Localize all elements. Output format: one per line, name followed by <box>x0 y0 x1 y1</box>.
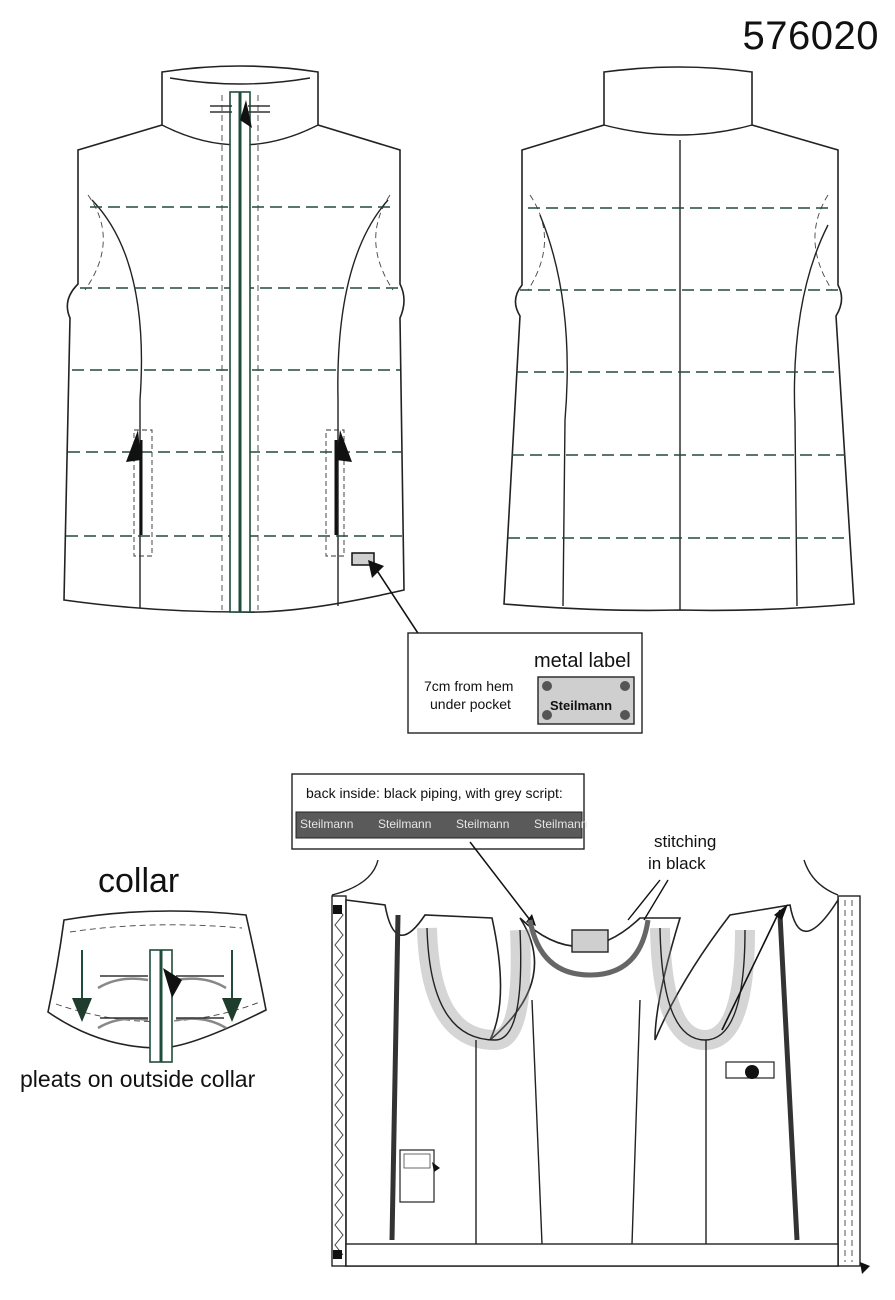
stitching-leader-3 <box>643 879 669 921</box>
inside-left-zip-zigzag <box>334 904 344 1256</box>
inside-snap-button <box>745 1065 759 1079</box>
piping-heading: back inside: black piping, with grey scr… <box>306 785 563 801</box>
plate-rivet <box>542 710 552 720</box>
ribbon-word: Steilmann <box>534 817 588 831</box>
pleat-arrow-right <box>222 950 242 1022</box>
collar-top-edge <box>169 77 311 85</box>
inside-facing-seam-left <box>389 914 401 1241</box>
back-neck-piping <box>527 919 651 978</box>
collar-pleat-lines <box>100 975 224 1019</box>
back-armhole-topstitch-right <box>814 194 833 291</box>
metal-label-note: under pocket <box>430 696 511 712</box>
piping-ribbon <box>295 811 583 839</box>
plate-rivet <box>620 681 630 691</box>
stitching-leader <box>721 909 781 1031</box>
piping-leader <box>469 841 531 921</box>
collar-title: collar <box>98 862 180 900</box>
collar-pleat-curves <box>97 977 227 1030</box>
inside-seam <box>631 999 641 1245</box>
back-view <box>503 66 855 612</box>
back-armhole-topstitch-left <box>527 194 545 291</box>
pocket-left <box>126 429 153 557</box>
front-princess-seam-right <box>337 199 389 606</box>
plate-rivet <box>620 710 630 720</box>
stitching-leader-2 <box>627 879 661 921</box>
ribbon-word: Steilmann <box>378 817 432 831</box>
inside-right-panel <box>837 895 861 1267</box>
collar-detail <box>47 910 267 1063</box>
back-vest-outline <box>503 66 855 612</box>
metal-label-heading: metal label <box>534 650 631 672</box>
pocket-right <box>325 429 352 557</box>
inside-pocket-tab <box>432 1162 440 1172</box>
inside-seam <box>531 999 543 1245</box>
piping-callout <box>291 773 585 926</box>
inside-shoulder-right <box>803 859 839 896</box>
neck-hanger-label <box>571 929 609 953</box>
back-collar-seam <box>603 124 753 136</box>
inside-armhole-right-edge <box>659 927 746 1041</box>
stitching-note: in black <box>648 854 706 873</box>
inside-hem-band <box>345 1243 839 1267</box>
inside-zip-stop <box>333 1250 342 1259</box>
metal-label-note: 7cm from hem <box>424 678 514 694</box>
inside-pocket-flap <box>403 1153 431 1169</box>
style-number: 576020 <box>742 14 879 58</box>
inside-armhole-left-edge <box>426 927 522 1041</box>
inside-shoulder-left <box>331 859 379 896</box>
inside-facing-seam-right <box>777 914 800 1241</box>
stitching-arrowhead <box>774 904 788 920</box>
metal-label-callout <box>368 560 643 734</box>
metal-plate <box>537 676 635 725</box>
armhole-topstitch-left <box>84 194 104 291</box>
back-princess-seam-right <box>793 224 829 607</box>
inside-zip-end <box>860 1262 870 1274</box>
collar-topstitch <box>69 924 243 933</box>
collar-caption: pleats on outside collar <box>20 1066 256 1092</box>
collar-zipper-pull <box>163 968 182 998</box>
metal-label-arrowhead <box>368 560 384 578</box>
inside-zip-stop <box>333 905 342 914</box>
pleat-arrow-left <box>72 950 92 1022</box>
stitching-note: stitching <box>654 832 717 851</box>
metal-plate-text: Steilmann <box>550 698 613 713</box>
inside-pocket <box>399 1149 435 1203</box>
collar-pleats <box>210 105 270 113</box>
inside-view <box>331 859 870 1274</box>
ribbon-word: Steilmann <box>300 817 354 831</box>
back-princess-seam-left <box>539 214 568 607</box>
zipper-pull <box>240 100 252 128</box>
front-princess-seam-left <box>91 199 143 608</box>
plate-rivet <box>542 681 552 691</box>
front-view <box>63 65 405 613</box>
ribbon-word: Steilmann <box>456 817 510 831</box>
